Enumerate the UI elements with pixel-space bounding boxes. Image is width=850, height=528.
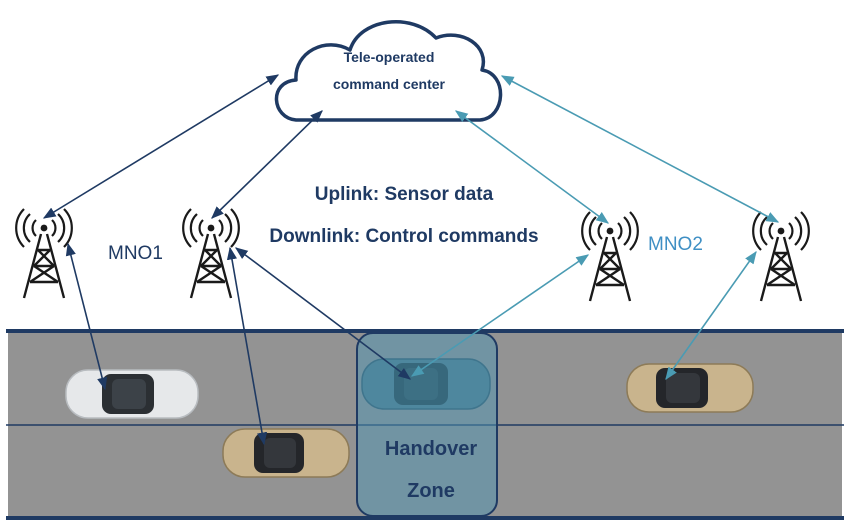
car-gold-lane2 bbox=[222, 428, 350, 478]
handover-zone-label-line1: Handover bbox=[385, 438, 477, 460]
cell-tower-icon bbox=[14, 207, 74, 300]
cell-tower-icon bbox=[580, 210, 640, 303]
link-cloud-tower4 bbox=[500, 75, 780, 223]
link-tower3-car-handover bbox=[410, 254, 590, 377]
cloud-label-line1: Tele-operated bbox=[344, 49, 435, 65]
handover-zone-label-line2: Zone bbox=[407, 480, 455, 502]
mno1-label: MNO1 bbox=[108, 243, 163, 264]
link-cloud-tower1 bbox=[42, 74, 280, 219]
uplink-label: Uplink: Sensor data bbox=[315, 184, 494, 205]
car-white-lane1 bbox=[65, 369, 199, 419]
car-gold-right bbox=[626, 363, 754, 413]
link-cloud-tower3 bbox=[454, 110, 610, 224]
cloud-icon bbox=[274, 19, 503, 122]
link-tower4-car-gold-right bbox=[665, 250, 757, 381]
link-tower1-car-white bbox=[65, 242, 108, 391]
mno2-label: MNO2 bbox=[648, 234, 703, 255]
downlink-label: Downlink: Control commands bbox=[269, 226, 538, 247]
link-cloud-tower2 bbox=[211, 110, 323, 219]
cell-tower-icon bbox=[751, 210, 811, 303]
cloud-label-line2: command center bbox=[333, 76, 446, 92]
link-tower2-car-handover bbox=[234, 247, 412, 380]
